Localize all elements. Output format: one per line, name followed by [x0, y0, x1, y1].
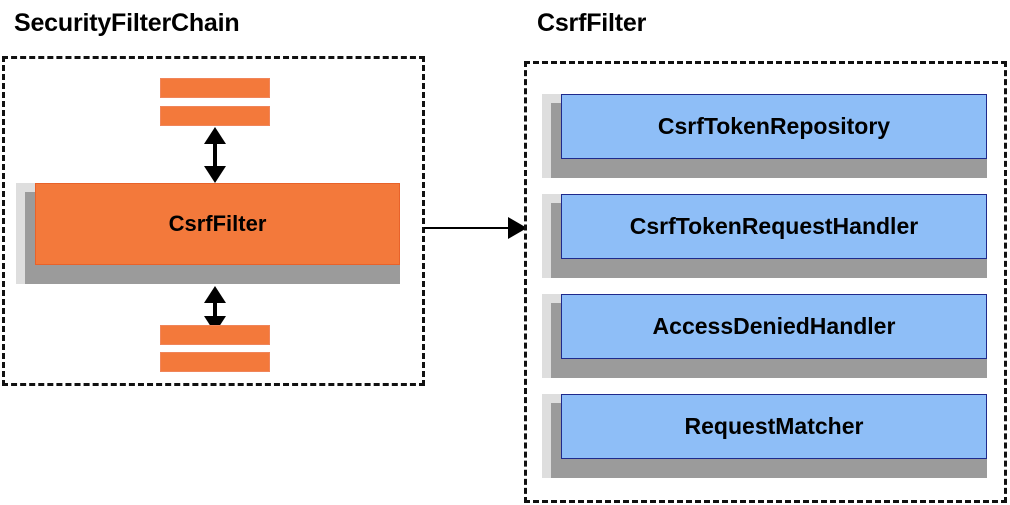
- filter-bar-above-1: [160, 78, 270, 98]
- card-face: CsrfTokenRequestHandler: [561, 194, 987, 259]
- card-face: CsrfFilter: [35, 183, 400, 265]
- card-face: AccessDeniedHandler: [561, 294, 987, 359]
- csrf-filter-container: [524, 61, 1007, 503]
- collaborator-card-access-denied-handler[interactable]: AccessDeniedHandler: [542, 294, 987, 378]
- collaborator-card-request-matcher[interactable]: RequestMatcher: [542, 394, 987, 478]
- collaborator-label: CsrfTokenRequestHandler: [629, 213, 919, 240]
- collaborator-label: CsrfTokenRepository: [657, 113, 891, 140]
- card-face: CsrfTokenRepository: [561, 94, 987, 159]
- card-face: RequestMatcher: [561, 394, 987, 459]
- collaborator-label: RequestMatcher: [684, 413, 864, 440]
- csrf-filter-label: CsrfFilter: [168, 211, 267, 237]
- security-filter-chain-title: SecurityFilterChain: [14, 9, 240, 37]
- collaborator-label: AccessDeniedHandler: [652, 313, 896, 340]
- collaborator-card-csrf-token-repository[interactable]: CsrfTokenRepository: [542, 94, 987, 178]
- csrf-filter-card[interactable]: CsrfFilter: [16, 183, 400, 284]
- collaborator-card-csrf-token-request-handler[interactable]: CsrfTokenRequestHandler: [542, 194, 987, 278]
- filter-bar-below-1: [160, 325, 270, 345]
- csrf-filter-group-title: CsrfFilter: [537, 9, 647, 37]
- filter-bar-above-2: [160, 106, 270, 126]
- security-filter-chain-container: [2, 56, 425, 386]
- filter-bar-below-2: [160, 352, 270, 372]
